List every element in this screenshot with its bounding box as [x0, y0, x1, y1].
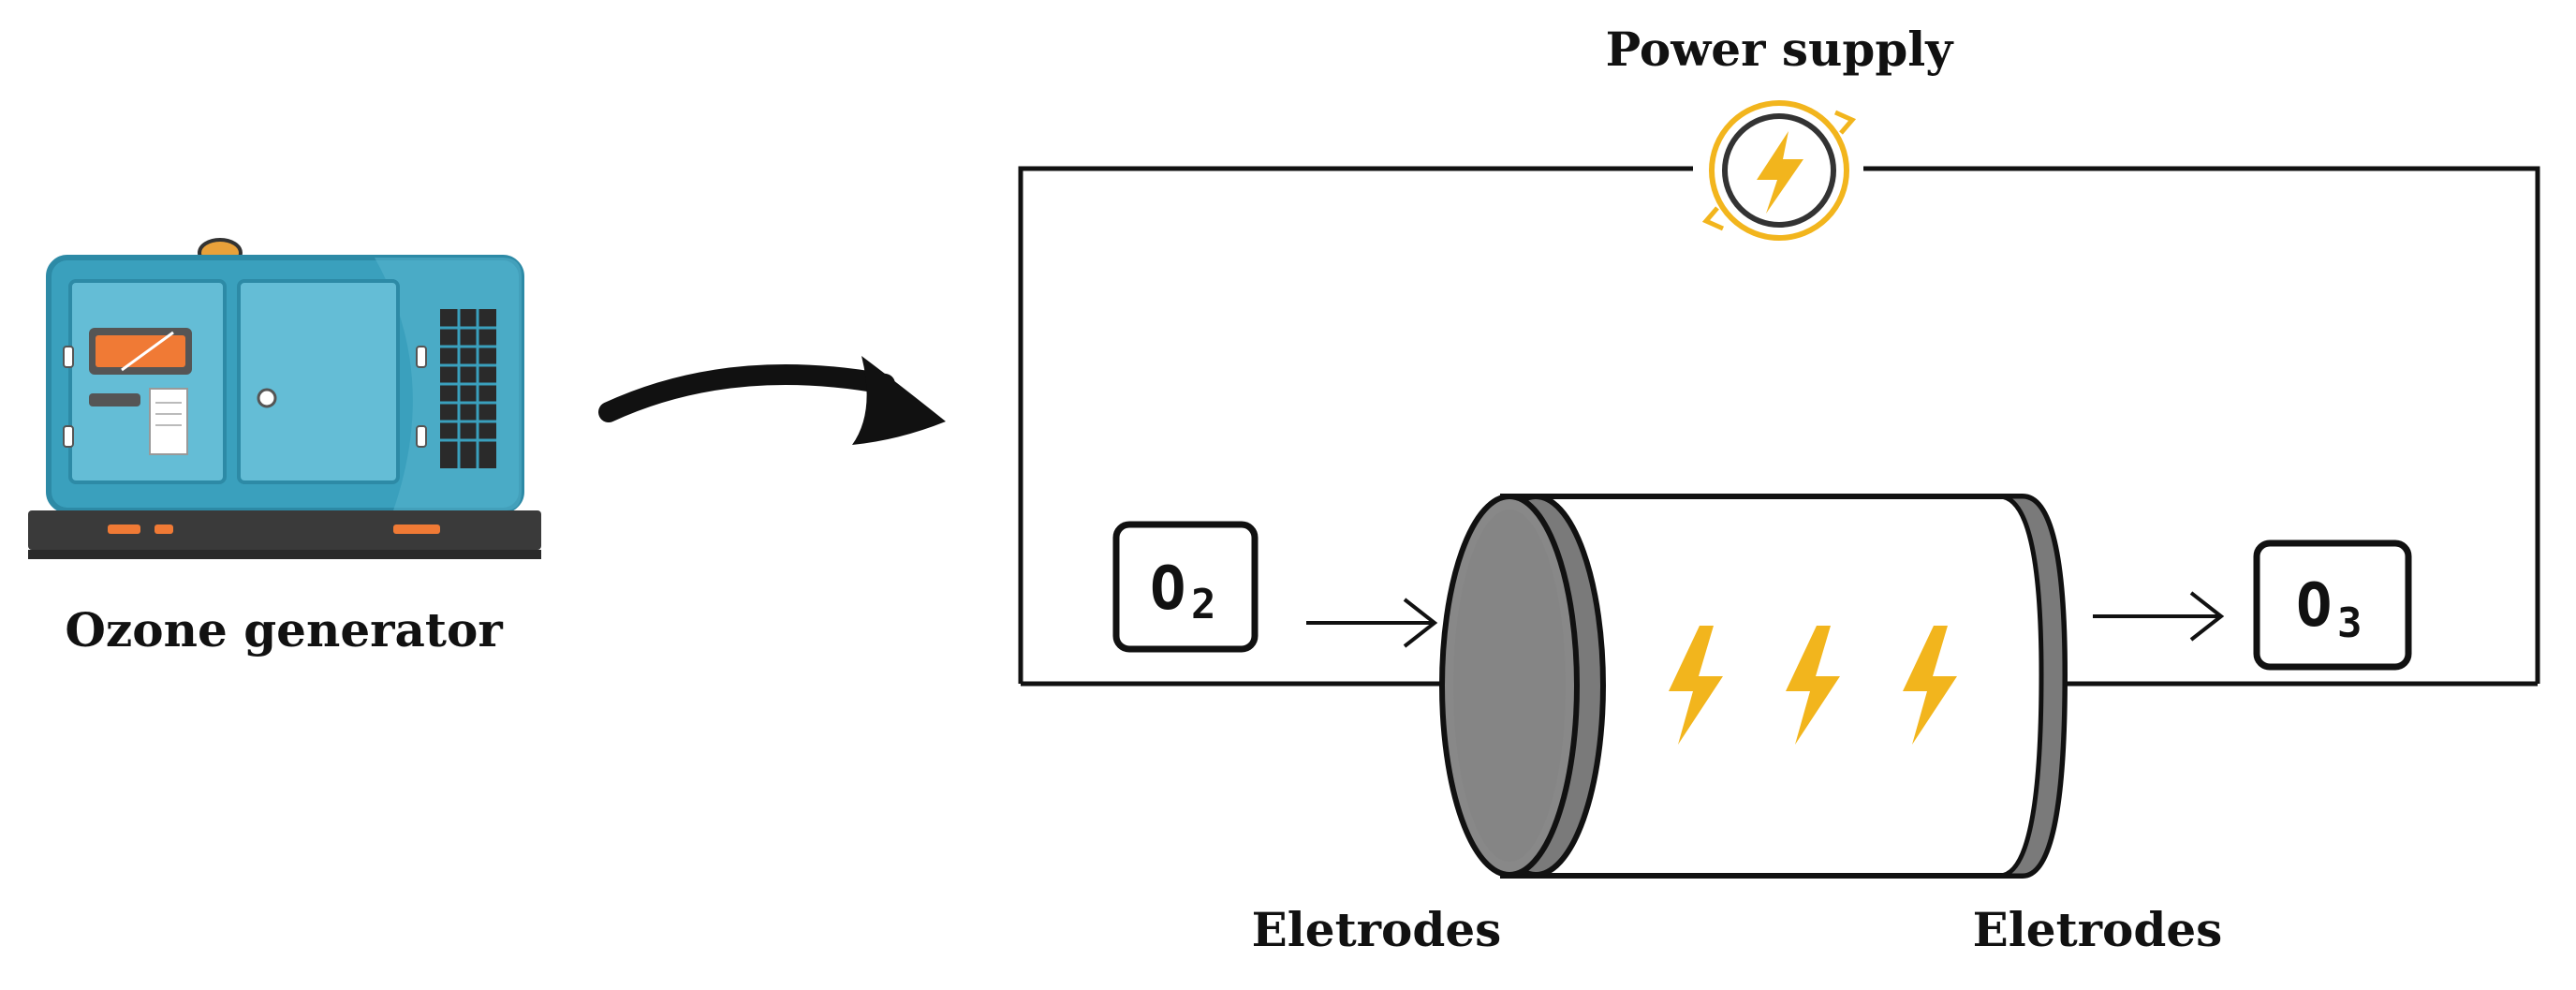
- reactor-chamber: [1439, 494, 2068, 879]
- oxygen-input-subscript: 2: [1191, 581, 1216, 628]
- ozone-output-subscript: 3: [2337, 599, 2363, 647]
- lightning-bolt-icon: [1669, 626, 1957, 745]
- ozone-output-symbol: O: [2296, 571, 2333, 641]
- curved-arrow-icon: [598, 356, 946, 445]
- power-supply-icon: [1701, 100, 1857, 241]
- ozone-output-box: O 3: [2253, 539, 2412, 671]
- ozone-generator-label: Ozone generator: [65, 602, 503, 658]
- output-flow-arrow: [2093, 591, 2225, 642]
- power-supply-label: Power supply: [1606, 22, 1955, 77]
- oxygen-input-symbol: O: [1150, 554, 1186, 624]
- electrodes-right-label: Eletrodes: [1973, 902, 2223, 957]
- ozone-generator-icon: [28, 238, 541, 559]
- input-flow-arrow: [1306, 598, 1438, 648]
- oxygen-input-box: O 2: [1112, 521, 1259, 653]
- electrodes-left-label: Eletrodes: [1252, 902, 1502, 957]
- circuit-wire: [1018, 166, 2540, 687]
